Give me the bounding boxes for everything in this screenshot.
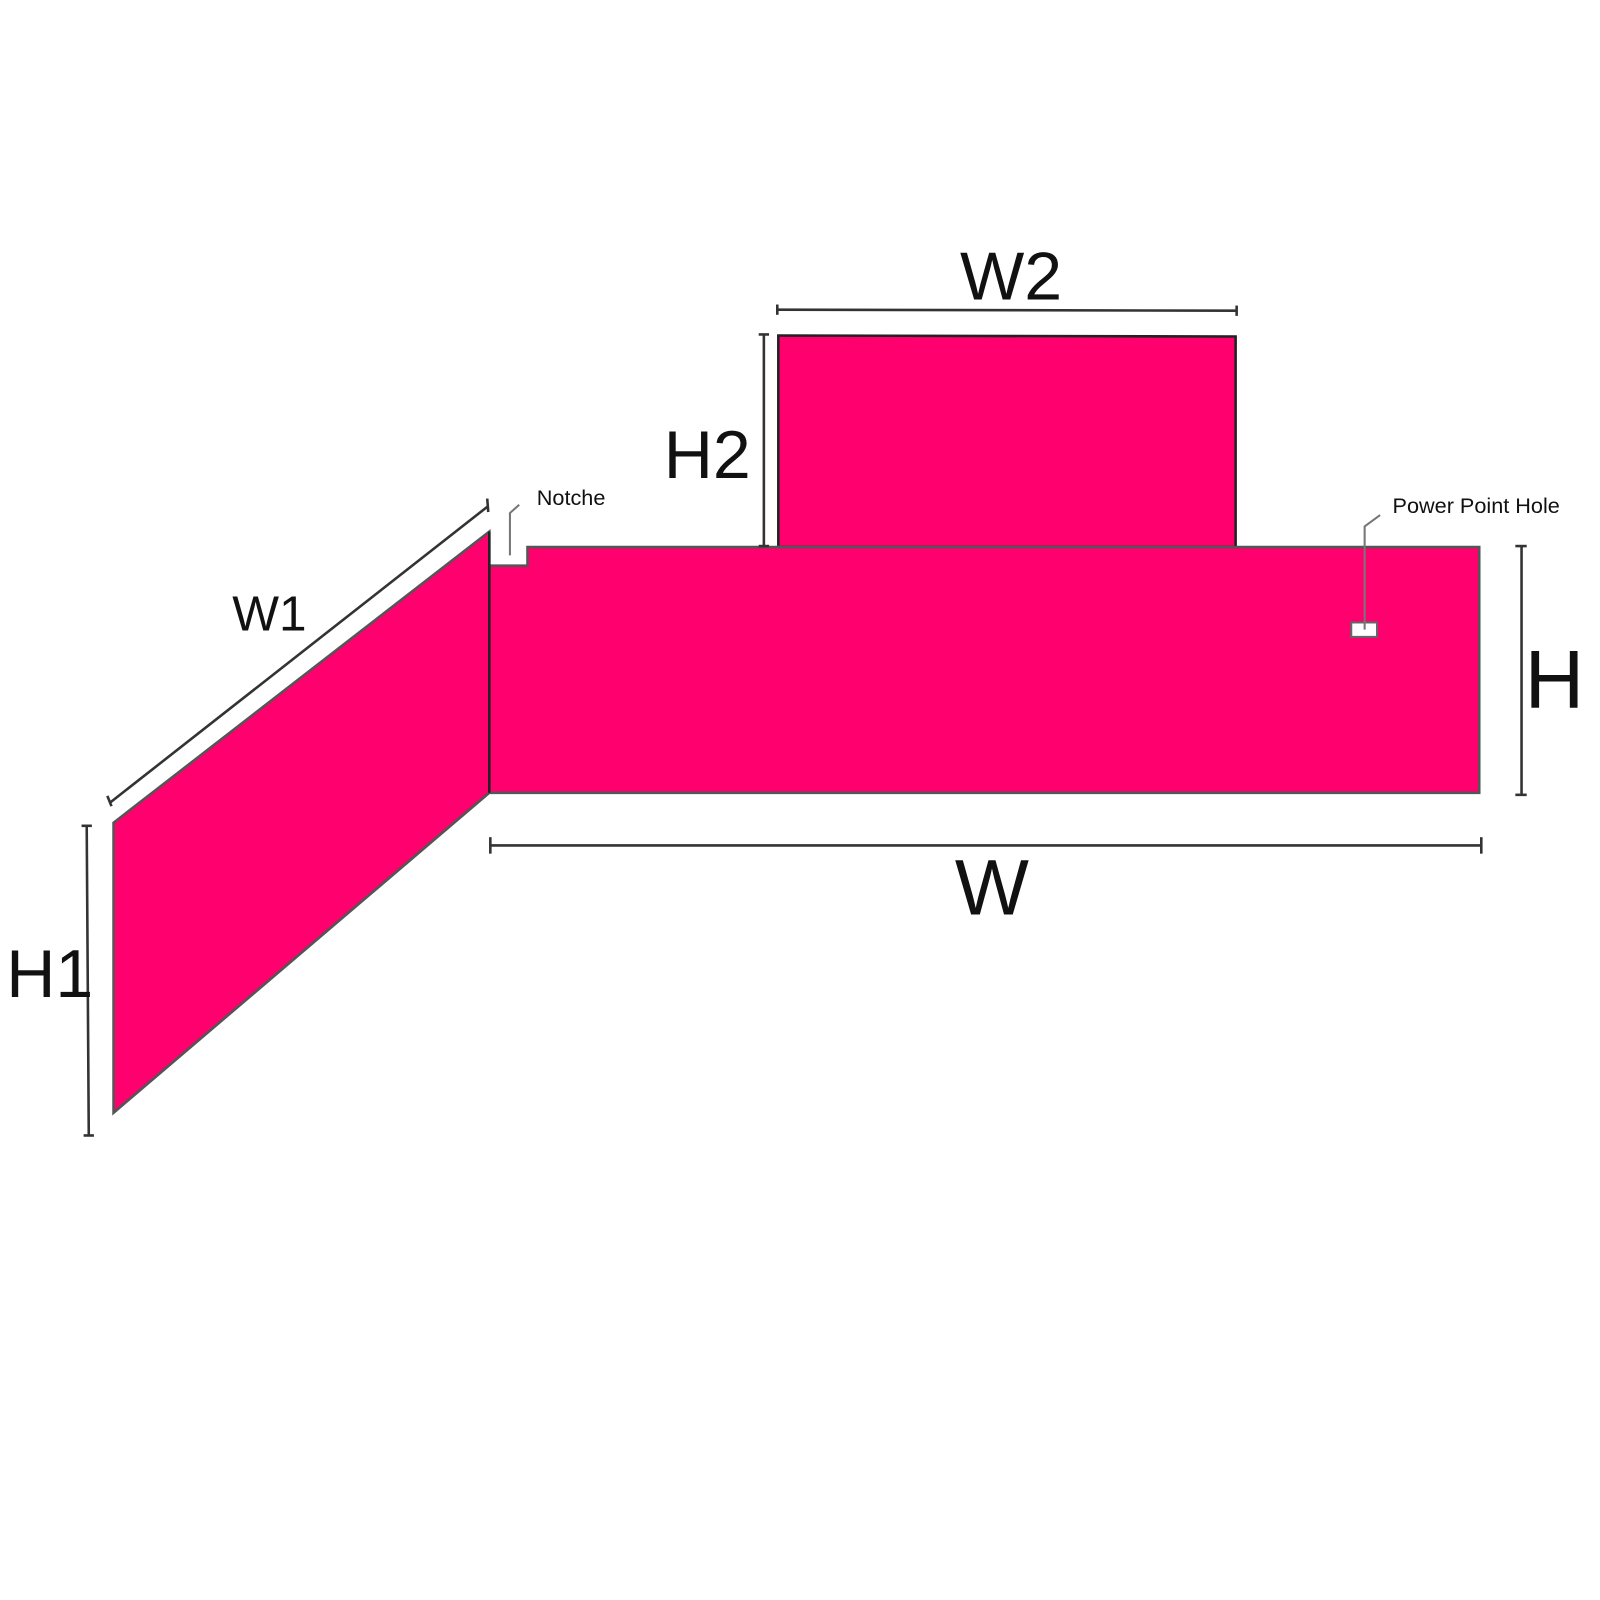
notch-leader xyxy=(508,504,520,556)
power-hole-leader xyxy=(1363,514,1381,630)
label-w1: W1 xyxy=(232,587,306,642)
label-w: W xyxy=(955,844,1029,932)
dimension-w1 xyxy=(106,498,490,807)
dimension-h xyxy=(1515,544,1527,797)
upper-panel xyxy=(777,334,1237,549)
label-h: H xyxy=(1525,634,1585,726)
dimension-w xyxy=(489,837,1483,854)
dimension-h1 xyxy=(81,824,94,1137)
label-h2: H2 xyxy=(664,417,751,493)
label-h1: H1 xyxy=(6,936,93,1012)
label-power-point-hole: Power Point Hole xyxy=(1393,493,1560,518)
dimension-h2 xyxy=(758,333,770,548)
label-notch: Notche xyxy=(537,485,606,510)
dimension-w2 xyxy=(776,304,1238,316)
label-w2: W2 xyxy=(960,238,1062,314)
main-panel xyxy=(488,545,1481,795)
